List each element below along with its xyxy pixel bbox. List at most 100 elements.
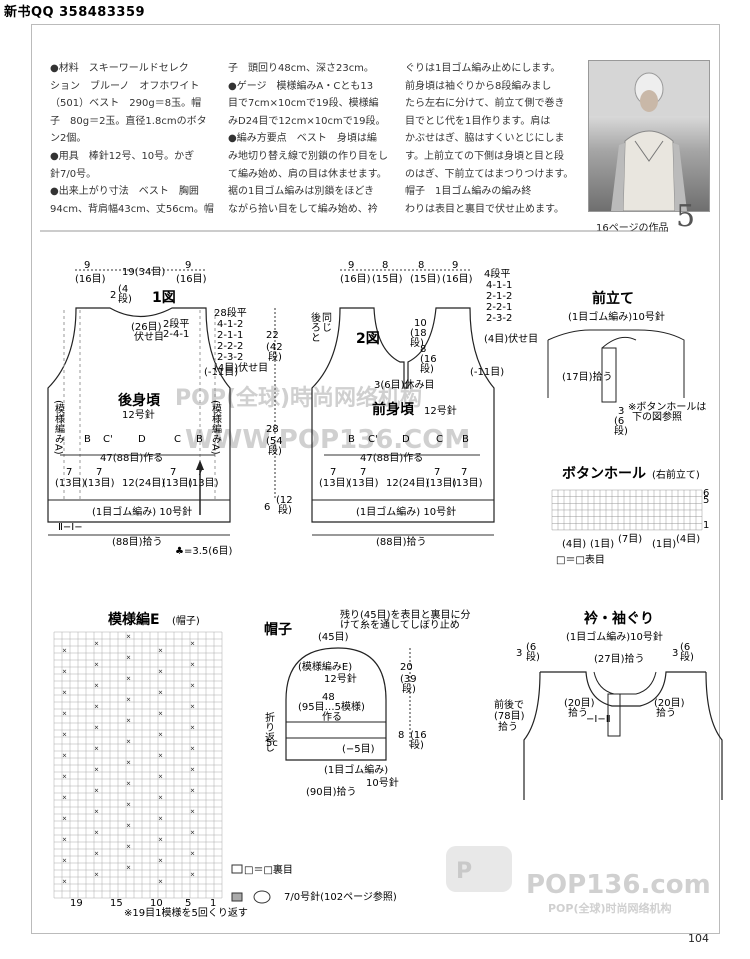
dim-label: 2-4-1 <box>163 329 189 340</box>
dim-label: 段) <box>402 682 416 695</box>
col-label: (13目) <box>452 478 483 489</box>
svg-text:✕: ✕ <box>190 767 195 774</box>
fig-label: 2図 <box>356 331 380 347</box>
logo-sub: POP(全球)时尚网络机构 <box>548 901 672 915</box>
dim-label: 段) <box>278 503 292 516</box>
col-label: 7 <box>360 467 366 478</box>
buttonhole-sub: (右前立て) <box>652 468 700 481</box>
dim-label: (95目…5模様) <box>298 700 365 713</box>
intro-line: ●出来上がり寸法 ベスト 胸囲 <box>50 186 199 198</box>
count: (1目) <box>652 539 676 550</box>
dim-label: 作る <box>322 711 342 723</box>
pattern-label: (模様編みA) <box>210 400 222 455</box>
intro-line: 子 頭回り48cm、深さ23cm。 <box>228 63 374 74</box>
svg-text:✕: ✕ <box>158 711 163 718</box>
note: 残り(45目)を表目と裏目に分 <box>340 608 471 621</box>
pick-label: (88目)拾う <box>376 535 427 548</box>
hat-title: 帽子 <box>264 621 292 638</box>
dim-label: (18 <box>410 328 427 339</box>
dim-label: 2段平 <box>163 317 189 330</box>
svg-text:✕: ✕ <box>94 704 99 711</box>
watermark-main: POP(全球)時尚网络机构 <box>175 385 422 411</box>
stitch-label: C' <box>368 434 378 445</box>
dim-label: 段) <box>268 444 282 457</box>
legend: □＝□表目 <box>556 553 605 566</box>
pick-label: 拾う <box>498 720 518 733</box>
pattern-e-title: 模様編E <box>108 611 160 628</box>
dim-label: (15目) <box>372 274 403 285</box>
dim-label: 2-2-1 <box>486 302 512 313</box>
svg-text:✕: ✕ <box>158 879 163 886</box>
intro-line: ぐりは1目ゴム編み止めにします。 <box>405 63 561 74</box>
dim-label: 段) <box>268 350 282 363</box>
svg-text:✕: ✕ <box>62 753 67 760</box>
repeat-note: ※19目1模様を5回くり返す <box>124 906 248 919</box>
svg-text:✕: ✕ <box>126 802 131 809</box>
pattern-number: 5 <box>676 199 696 234</box>
collar-sub: (1目ゴム編み)10号針 <box>566 630 663 643</box>
dim-label: (16目) <box>340 274 371 285</box>
col-num: 5 <box>185 898 191 909</box>
svg-text:✕: ✕ <box>62 732 67 739</box>
dim-label: 19(34目) <box>122 267 165 278</box>
page-number: 104 <box>688 932 709 945</box>
dim-label: (42 <box>266 342 283 353</box>
fig-label: 1図 <box>152 290 176 306</box>
dim-label: 22 <box>266 330 279 341</box>
placket-sub: (1目ゴム編み)10号針 <box>568 310 665 323</box>
dim-label: 2-1-1 <box>217 330 243 341</box>
dim-label: (6 <box>614 416 624 427</box>
intro-line: かぶせはぎ、脇はすくいとじにしま <box>405 133 565 145</box>
svg-text:✕: ✕ <box>126 697 131 704</box>
dim-label: 2-3-2 <box>217 352 243 363</box>
side-dimensions: 22 (42 段) 28 (54 段) 6 (12 段) <box>264 308 293 516</box>
col-num: 1 <box>210 898 216 909</box>
svg-text:✕: ✕ <box>126 823 131 830</box>
collar-title: 衿・袖ぐり <box>584 610 654 627</box>
rib-mark: Ⅱ−Ⅰ− <box>58 522 83 533</box>
buttonhole-diagram: ボタンホール (右前立て) 6 5 1 (4目) (1目) (7目) (1目) … <box>551 466 709 566</box>
dim-label: (4 <box>118 284 128 295</box>
dim-label: 8 <box>418 260 424 271</box>
dim-label: 28 <box>266 424 279 435</box>
pick-label: (20目) <box>564 698 595 709</box>
intro-line: ●用具 棒針12号、10号。かぎ <box>50 150 195 162</box>
col-label: 12(24目) <box>122 478 165 489</box>
svg-text:✕: ✕ <box>62 774 67 781</box>
needle-label: 10号針 <box>366 776 399 789</box>
svg-text:✕: ✕ <box>190 725 195 732</box>
dim-label: (16目) <box>176 274 207 285</box>
buttonhole-title: ボタンホール <box>562 466 646 482</box>
svg-text:✕: ✕ <box>94 767 99 774</box>
pattern-grid: ✕✕✕✕✕✕✕✕✕✕✕✕✕✕✕✕✕✕✕✕✕✕✕✕✕✕✕✕✕✕✕✕✕✕✕✕✕✕✕✕… <box>53 631 223 899</box>
rib-label: (1目ゴム編み) 10号針 <box>356 505 456 518</box>
svg-text:✕: ✕ <box>190 830 195 837</box>
svg-text:✕: ✕ <box>126 865 131 872</box>
intro-line: 前身頃は袖ぐりから8段編みまし <box>405 80 552 92</box>
svg-text:✕: ✕ <box>126 760 131 767</box>
dim-label: 段) <box>118 292 132 305</box>
dim-label: 段) <box>680 650 694 663</box>
logo-text: POP136.com <box>526 870 711 900</box>
legend-knit: □＝□裏目 <box>244 863 293 876</box>
svg-text:✕: ✕ <box>190 641 195 648</box>
intro-col-2: 子 頭回り48cm、深さ23cm。 ●ゲージ 模様編みA・Cとも13 目で7cm… <box>228 60 398 218</box>
col-label: (13目) <box>426 478 457 489</box>
dim-label: (39 <box>400 674 417 685</box>
intro-line: ながら拾い目をして編み始め、衿 <box>228 203 378 215</box>
stitch-label: B <box>84 434 91 445</box>
intro-line: ●材料 スキーワールドセレク <box>50 63 189 74</box>
svg-text:✕: ✕ <box>126 718 131 725</box>
svg-text:✕: ✕ <box>94 683 99 690</box>
dim-label: (16 <box>410 730 427 741</box>
dim-label: 3(6目)休み目 <box>374 379 435 391</box>
dim-label: 段) <box>526 650 540 663</box>
svg-text:✕: ✕ <box>62 816 67 823</box>
pick-label: 前後で <box>494 698 524 711</box>
col-label: 7 <box>461 467 467 478</box>
dim-label: (4目)伏せ目 <box>214 361 268 374</box>
page-frame <box>31 24 720 934</box>
intro-line: ション ブルーノ オフホワイト <box>50 80 200 92</box>
placket-title: 前立て <box>592 290 634 307</box>
dim-label: (45目) <box>318 632 349 643</box>
